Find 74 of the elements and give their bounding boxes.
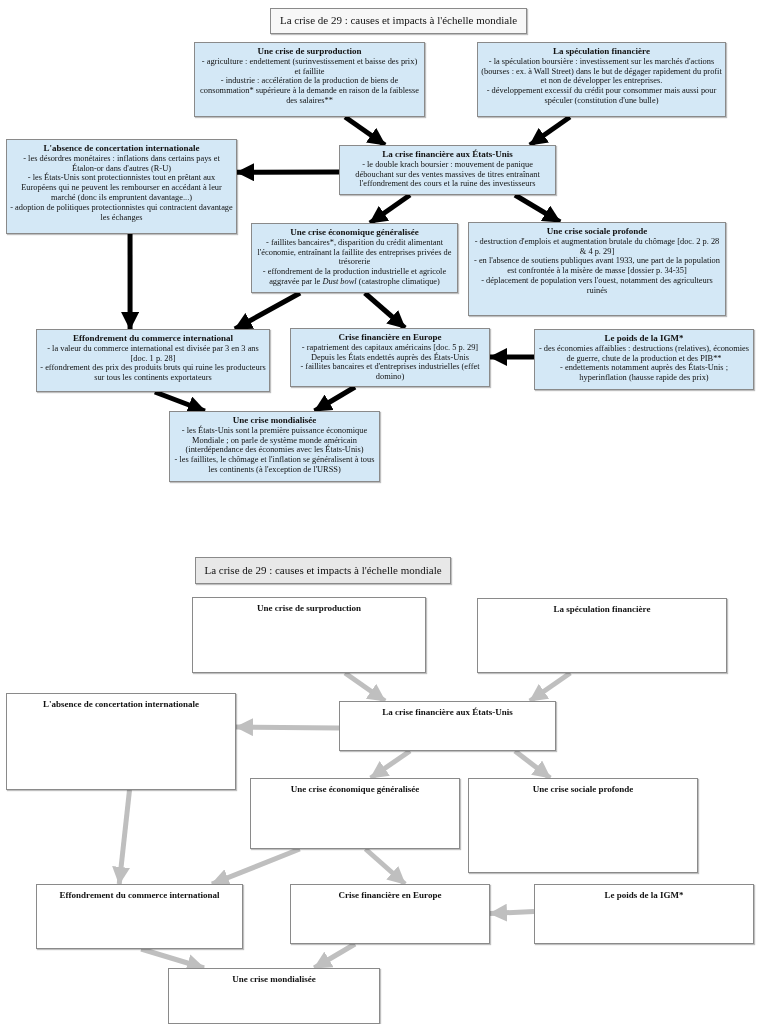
box-heading: L'absence de concertation internationale xyxy=(43,143,200,154)
box-text: - endettements notamment auprès des États-Unis ; hyperinflation (hausse rapide des prix) xyxy=(559,363,729,384)
text-box xyxy=(339,145,556,195)
title-box xyxy=(195,557,451,584)
text-box xyxy=(6,139,237,234)
box-text: - adoption de politiques protectionnistes qui contractent davantage les échanges xyxy=(10,202,233,223)
text-box xyxy=(477,42,726,117)
box-text: - faillites bancaires et d'entreprises industrielles (effet domino) xyxy=(299,362,481,383)
arrow xyxy=(489,347,534,366)
box-heading: Crise financière en Europe xyxy=(338,890,442,901)
title-box xyxy=(270,8,527,34)
box-heading: Une crise mondialisée xyxy=(232,415,317,425)
box-text: - effondrement de la production industrielle et agricole aggravée par le Dust bowl (catastrophe climatique) xyxy=(261,267,448,287)
box-text: - la valeur du commerce international est divisée par 3 en 3 ans [doc. 1 p. 28] xyxy=(46,343,260,364)
box-heading: Crise financière en Europe xyxy=(338,332,442,343)
box-text: - le double krach boursier : mouvement de panique débouchant sur des ventes massives de titres entraînant l'effondrement des cours et la ruine des investisseurs xyxy=(354,159,541,190)
arrow xyxy=(363,847,407,886)
box-heading: La crise financière aux États-Unis xyxy=(382,707,513,718)
text-box xyxy=(169,411,380,482)
arrow xyxy=(235,718,340,737)
arrow xyxy=(236,163,339,182)
text-box xyxy=(36,329,270,392)
box-heading: La crise financière aux États-Unis xyxy=(382,149,513,160)
box-heading: Le poids de la IGM* xyxy=(604,890,684,901)
text-box xyxy=(290,884,490,944)
box-text: - les désordres monétaires : inflations dans certains pays et Étalon-or dans d'autres (R-U) xyxy=(22,153,221,173)
box-text: - la spéculation boursière : investissement sur les marchés d'actions (bourses : ex. à Wall Street) dans le but de dégager rapidement du profit et non de développer les entreprises. xyxy=(481,56,722,87)
box-heading: Effondrement du commerce international xyxy=(73,333,233,344)
text-box xyxy=(290,328,490,387)
box-heading: Une crise mondialisée xyxy=(232,974,316,985)
box-heading: La spéculation financière xyxy=(553,604,651,615)
arrow xyxy=(363,291,407,330)
text-box xyxy=(339,701,556,751)
box-heading: Une crise de surproduction xyxy=(257,46,362,57)
box-text: - agriculture : endettement (surinvestissement et baisse des prix) et faillite xyxy=(200,56,419,77)
box-text: - industrie : accélération de la production de biens de consommation* supérieure à la demande en raison de la faiblesse des salaires** xyxy=(199,76,420,106)
text-box xyxy=(468,778,698,873)
heading-text: La crise de 29 : causes et impacts à l'échelle mondiale xyxy=(279,14,518,28)
text-box xyxy=(250,778,460,849)
text-box xyxy=(534,884,754,944)
box-heading: Une crise sociale profonde xyxy=(546,226,648,237)
box-text: - les États-Unis sont protectionnistes tout en prêtant aux Européens qui ne peuvent les rembourser en accédant à leur marché (donc ils empruntent davantage...) xyxy=(20,173,223,203)
arrow xyxy=(513,749,552,780)
box-text: - rapatriement des capitaux américains [doc. 5 p. 29] Depuis les États endettés auprès des États-Unis xyxy=(300,342,480,363)
box-heading: Effondrement du commerce international xyxy=(59,890,220,901)
box-heading: Une crise de surproduction xyxy=(256,603,362,614)
box-text: - les États-Unis sont la première puissance économique Mondiale ; on parle de système monde américain (interdépendance des économies avec les États-Unis) xyxy=(180,425,369,456)
text-box xyxy=(251,223,458,293)
box-text: - faillites bancaires*, disparition du crédit alimentant l'économie, entraînant la faillite des entreprises privées de trésorerie xyxy=(256,237,453,268)
arrow xyxy=(489,903,535,922)
box-text: - en l'absence de soutiens publiques avant 1933, une part de la population est confrontée à la misère de masse [dossier p. 34-35] xyxy=(473,256,721,277)
text-box xyxy=(534,329,754,390)
text-box xyxy=(477,598,727,673)
text-box xyxy=(194,42,425,117)
text-box xyxy=(36,884,243,949)
heading-text: La crise de 29 : causes et impacts à l'échelle mondiale xyxy=(204,563,442,578)
box-heading: Une crise sociale profonde xyxy=(532,784,634,795)
arrow xyxy=(112,789,132,885)
box-text: - déplacement de population vers l'ouest, notamment des agriculteurs ruinés xyxy=(480,276,714,296)
box-text: - développement excessif du crédit pour consommer mais aussi pour spéculer (constitution d'une bulle) xyxy=(485,86,718,106)
arrow xyxy=(121,234,140,330)
box-heading: Le poids de la IGM* xyxy=(604,333,684,344)
text-box xyxy=(6,693,236,790)
box-text: - destruction d'emplois et augmentation brutale du chômage [doc. 2 p. 28 & 4 p. 29] xyxy=(473,236,721,257)
box-heading: Une crise économique généralisée xyxy=(290,784,420,795)
text-box xyxy=(192,597,426,673)
text-box xyxy=(468,222,726,316)
box-text: - des économies affaiblies : destructions (relatives), économies de guerre, chute de la production et des PIB** xyxy=(538,343,750,363)
box-text: - effondrement des prix des produits bruts qui ruine les producteurs sur tous les continents exportateurs xyxy=(40,363,266,384)
box-heading: L'absence de concertation internationale xyxy=(42,699,200,710)
text-box xyxy=(168,968,380,1024)
box-text: - les faillites, le chômage et l'inflation se généralisent à tous les continents (à l'exception de l'URSS) xyxy=(173,455,376,475)
box-heading: Une crise économique généralisée xyxy=(290,227,419,238)
box-heading: La spéculation financière xyxy=(553,46,650,57)
